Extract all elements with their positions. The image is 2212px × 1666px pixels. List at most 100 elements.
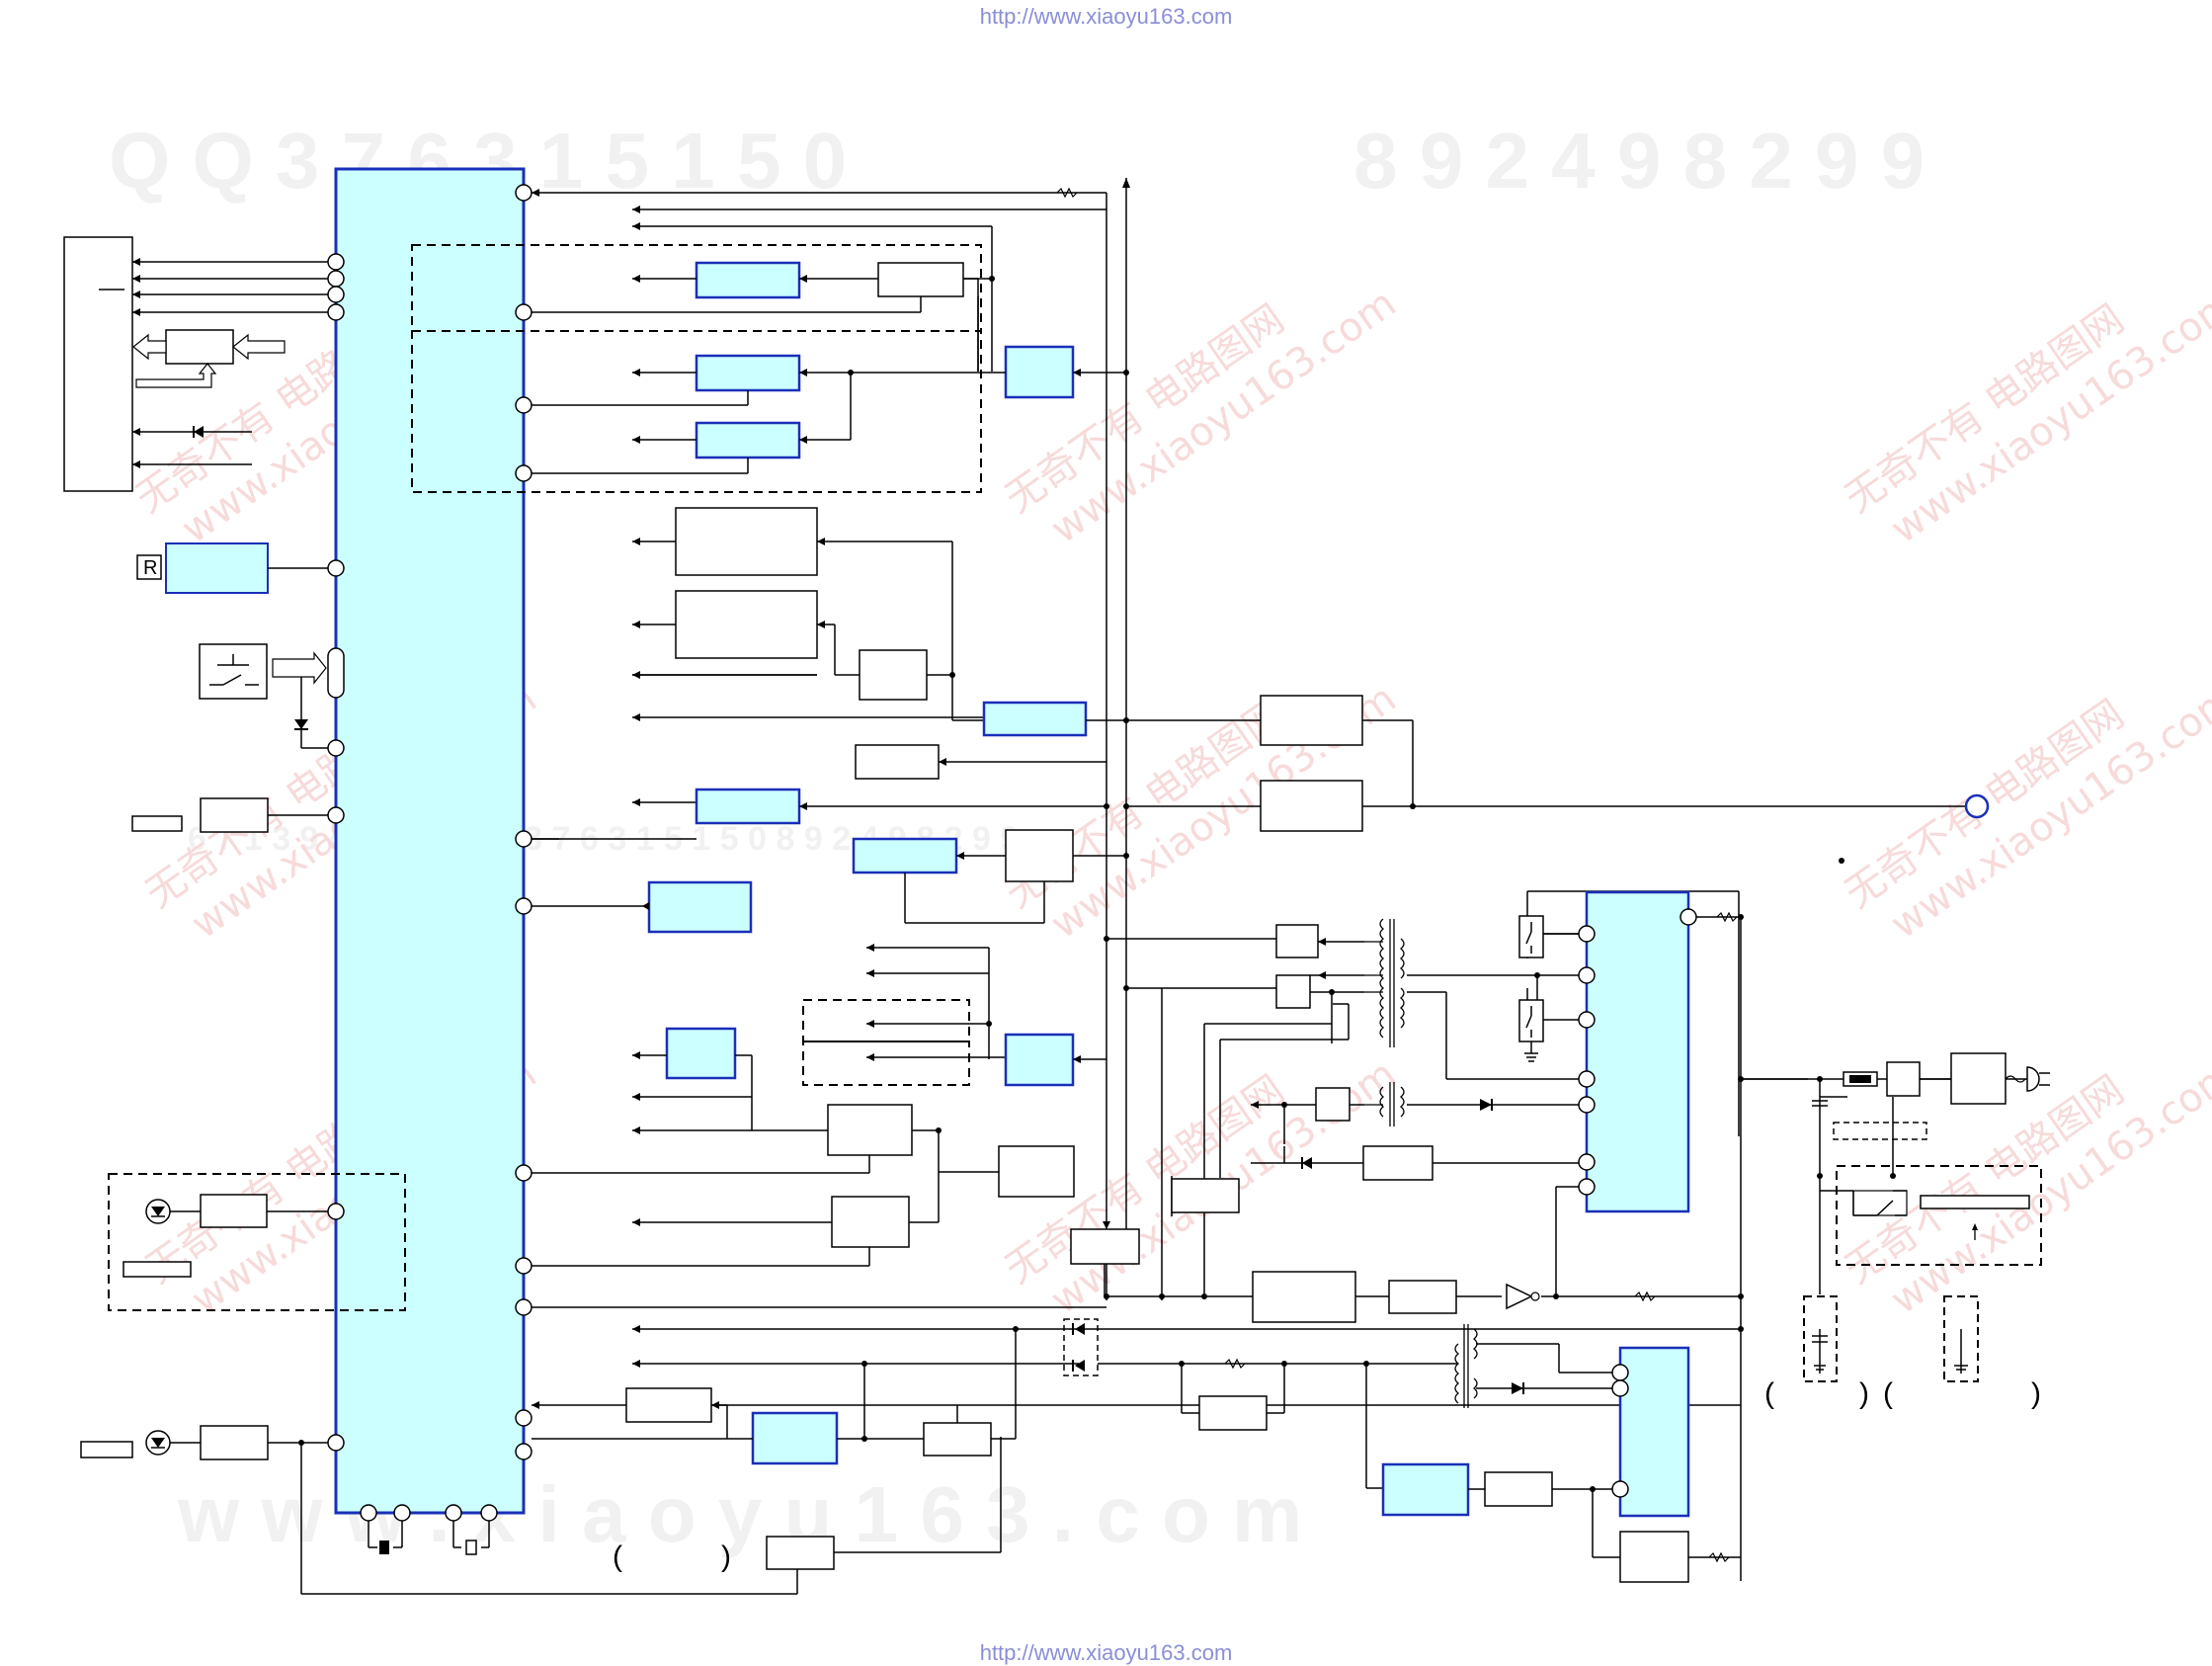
power-block-1 <box>1260 695 1363 746</box>
watermark-cn-site-9: www.xiaoyu163.com <box>1883 1051 2212 1323</box>
cap-symbols <box>1812 1335 1968 1371</box>
sw-block-1 <box>1275 924 1319 958</box>
psu-ic-pins <box>1578 908 1697 1196</box>
transformer-bottom <box>1454 1324 1478 1408</box>
resistor-psu <box>1716 911 1738 923</box>
block-e-driver <box>1005 829 1074 882</box>
paren-open-bottom: ( <box>613 1541 622 1573</box>
ic-block-d <box>695 788 801 825</box>
level-shifter-block <box>165 329 234 365</box>
line-filter-block <box>1886 1061 1921 1097</box>
paren-2: ) <box>1859 1377 1869 1410</box>
left-connector-arrowheads <box>132 258 140 468</box>
ic-block-f <box>647 880 753 934</box>
ic-block-c <box>695 421 801 459</box>
switch-arrow <box>272 651 327 685</box>
header-url[interactable]: http://www.xiaoyu163.com <box>979 4 1233 29</box>
ic-block-h <box>1004 1033 1075 1087</box>
dashed-cap-1 <box>1803 1295 1838 1382</box>
main-mcu-block <box>334 167 526 1515</box>
resistor-bottom <box>1224 1358 1246 1370</box>
dashed-box-ac-1 <box>1833 1122 1927 1140</box>
paren-4: ) <box>2031 1377 2041 1410</box>
power-bus-lines <box>1106 938 1276 1300</box>
ic-block-mid-right <box>982 701 1088 737</box>
ic-block-j <box>751 1411 839 1465</box>
ac-switch-block <box>1950 1052 2007 1105</box>
switch-diode <box>294 719 308 729</box>
remote-icon <box>136 554 162 580</box>
label-box-left <box>131 815 183 832</box>
led-module-dashed <box>108 1173 406 1311</box>
block-s <box>625 1387 712 1423</box>
block-a-driver <box>877 262 964 297</box>
block-n <box>1252 1271 1356 1323</box>
dashed-group-4 <box>802 1041 970 1086</box>
switch-symbol <box>209 654 259 686</box>
label-box-bottom-left <box>80 1441 133 1458</box>
led-driver-bottom-block <box>200 1425 269 1460</box>
block-q <box>1484 1471 1553 1507</box>
block-t <box>923 1422 992 1457</box>
left-diode <box>193 426 204 438</box>
power-supply-ic <box>1585 890 1690 1213</box>
ic-block-i <box>1381 1462 1470 1517</box>
block-j <box>998 1145 1075 1198</box>
watermark-phone: 8 9 2 4 9 8 2 9 9 <box>1353 117 1925 205</box>
dashed-group-3 <box>802 999 970 1042</box>
power-block-2 <box>1260 780 1363 832</box>
resistor-top <box>1056 187 1078 199</box>
block-p <box>1198 1395 1268 1431</box>
ic-block-g <box>665 1027 737 1080</box>
feedback-block <box>1362 1145 1434 1181</box>
block-m <box>1070 1228 1140 1265</box>
transformer-main <box>1364 918 1405 1126</box>
resistor-bottom-right <box>1708 1551 1730 1563</box>
crystal-1 <box>379 1541 389 1554</box>
crystal-connections <box>368 1521 490 1548</box>
block-l <box>1171 1178 1240 1213</box>
crystal-2 <box>465 1540 477 1555</box>
left-connector-lines <box>99 261 328 465</box>
remote-receiver-block <box>165 542 269 594</box>
mid-large-block-1 <box>675 507 818 576</box>
watermark-cn-site-6: www.xiaoyu163.com <box>1883 676 2212 948</box>
dashed-cap-2 <box>1943 1295 1979 1382</box>
led-label-box <box>123 1261 192 1278</box>
small-reg-block <box>855 744 940 780</box>
ic-block-a <box>695 261 801 299</box>
hollow-arrows <box>132 333 286 388</box>
switch-block <box>199 643 268 700</box>
block-k <box>831 1196 910 1248</box>
sw-block-3 <box>1315 1087 1351 1122</box>
left-connector-block <box>63 236 133 492</box>
watermark-cn-site-3: www.xiaoyu163.com <box>1883 281 2212 552</box>
top-signal-lines <box>532 178 1127 1235</box>
ic-block-b <box>695 354 801 392</box>
mcu-pins <box>327 184 533 1522</box>
led-driver-block <box>200 1194 268 1228</box>
ic-block-right-top <box>1004 345 1075 399</box>
bottom-reset-block <box>766 1536 835 1570</box>
x-capacitor <box>1812 1100 1828 1107</box>
ic-block-e <box>852 837 958 875</box>
diode-trafo <box>1480 1099 1492 1111</box>
dual-diode-dashed <box>1063 1318 1099 1376</box>
paren-close-bottom: ) <box>721 1541 731 1573</box>
ic-block-bottom-right <box>1618 1346 1690 1518</box>
mid-small-block <box>859 649 928 701</box>
footer-url[interactable]: http://www.xiaoyu163.com <box>979 1640 1233 1665</box>
ac-plug-icon <box>2026 1066 2040 1092</box>
diode-bottom <box>1512 1382 1523 1394</box>
block-i <box>827 1104 913 1156</box>
voltage-selector-switch <box>1852 1190 1908 1216</box>
output-terminal <box>1964 793 1990 819</box>
zener-diode <box>1302 1157 1312 1169</box>
resistor-bus <box>1634 1291 1656 1302</box>
dashed-box-voltage-selector <box>1836 1165 2042 1266</box>
mcu-pin-oval <box>327 647 345 699</box>
dashed-group-2 <box>411 330 982 493</box>
voltage-selector-label-box <box>1920 1195 2030 1209</box>
bus-1312 <box>532 1295 1741 1308</box>
